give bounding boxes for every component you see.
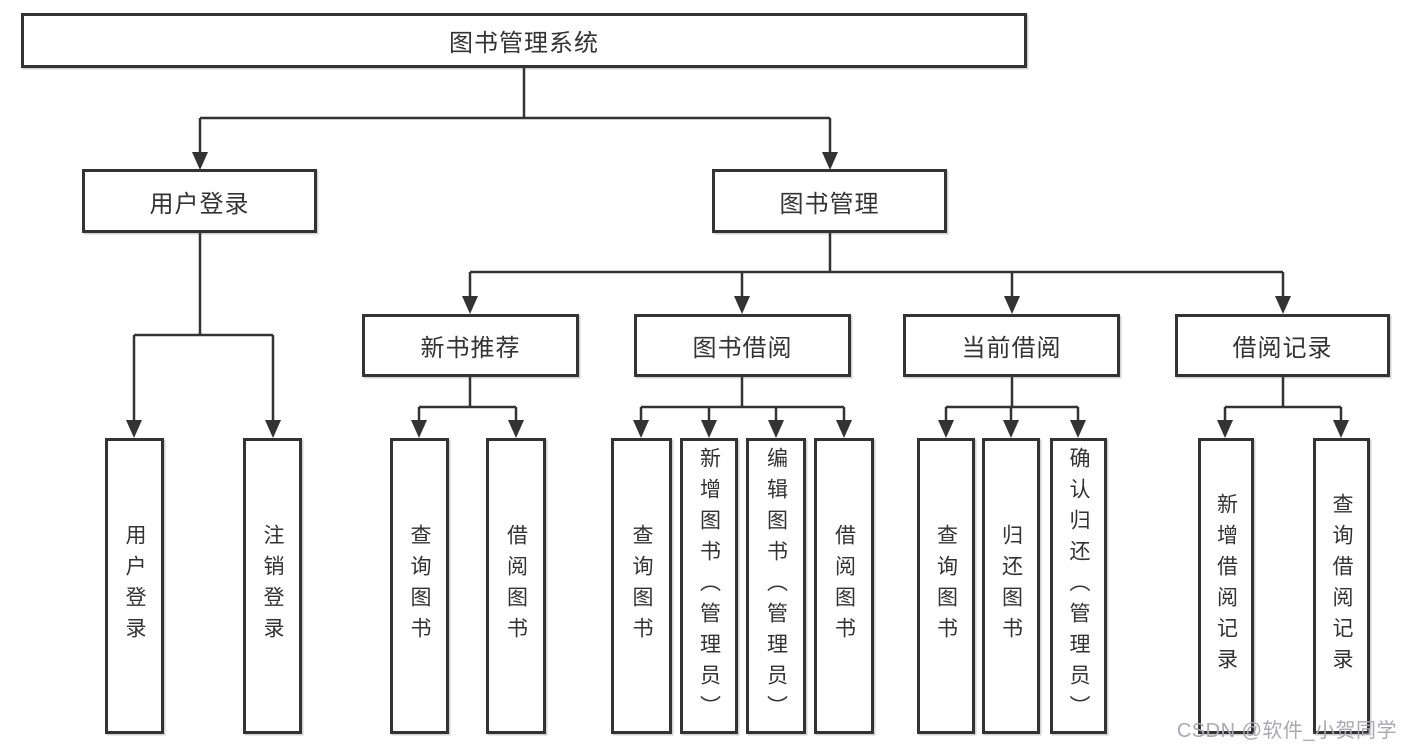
connector-borrow-records-children xyxy=(1223,377,1343,434)
node-label: 图书管理系统 xyxy=(449,30,599,57)
leaf-query-books: 查询图书 xyxy=(390,438,449,734)
connector-book-management-children xyxy=(468,233,1285,310)
node-book-management: 图书管理 xyxy=(712,169,947,233)
connector-user-login-children xyxy=(132,233,275,434)
leaf-query-books: 查询图书 xyxy=(917,438,975,734)
leaf-add-borrow-record: 新增借阅记录 xyxy=(1198,438,1254,734)
node-label: 用户登录 xyxy=(149,190,250,218)
node-label: 当前借阅 xyxy=(961,335,1062,362)
node-library-management-system: 图书管理系统 xyxy=(21,13,1027,68)
node-label: 新书推荐 xyxy=(420,335,521,362)
connector-new-book-recommend-children xyxy=(417,377,518,434)
node-label: 借阅记录 xyxy=(1232,335,1333,362)
node-user-login: 用户登录 xyxy=(82,169,317,233)
leaf-label: 查询图书 xyxy=(408,524,431,648)
leaf-label: 查询图书 xyxy=(630,524,653,648)
leaf-label: 借阅图书 xyxy=(504,524,528,648)
leaf-edit-books-admin: 编辑图书（管理员） xyxy=(746,438,806,734)
leaf-label: 借阅图书 xyxy=(832,524,856,648)
watermark-text: CSDN @软件_小贺同学 xyxy=(1176,720,1397,742)
leaf-query-books: 查询图书 xyxy=(611,438,672,734)
connector-root-to-level2 xyxy=(198,68,832,166)
node-label: 图书借阅 xyxy=(692,335,793,362)
node-book-borrow: 图书借阅 xyxy=(634,314,851,377)
leaf-label: 用户登录 xyxy=(123,524,146,648)
leaf-return-books: 归还图书 xyxy=(982,438,1040,734)
leaf-label: 查询图书 xyxy=(934,524,958,648)
leaf-label: 查询借阅记录 xyxy=(1330,493,1353,679)
node-new-book-recommend: 新书推荐 xyxy=(362,314,579,377)
leaf-logout-login: 注销登录 xyxy=(243,438,302,734)
leaf-label: 新增图书（管理员） xyxy=(697,446,721,726)
leaf-confirm-return-admin: 确认归还（管理员） xyxy=(1050,438,1107,734)
leaf-label: 编辑图书（管理员） xyxy=(764,446,788,726)
node-current-borrow: 当前借阅 xyxy=(903,314,1120,377)
leaf-label: 归还图书 xyxy=(999,524,1023,648)
leaf-label: 注销登录 xyxy=(261,524,284,648)
leaf-borrow-books: 借阅图书 xyxy=(486,438,546,734)
node-label: 图书管理 xyxy=(779,190,880,218)
leaf-label: 确认归还（管理员） xyxy=(1067,446,1090,726)
leaf-query-borrow-record: 查询借阅记录 xyxy=(1313,438,1370,734)
leaf-add-books-admin: 新增图书（管理员） xyxy=(680,438,738,734)
node-borrow-records: 借阅记录 xyxy=(1175,314,1390,377)
leaf-borrow-books: 借阅图书 xyxy=(814,438,874,734)
connector-book-borrow-children xyxy=(639,377,846,434)
connector-current-borrow-children xyxy=(944,377,1080,434)
leaf-label: 新增借阅记录 xyxy=(1214,493,1238,679)
leaf-user-login: 用户登录 xyxy=(105,438,164,734)
